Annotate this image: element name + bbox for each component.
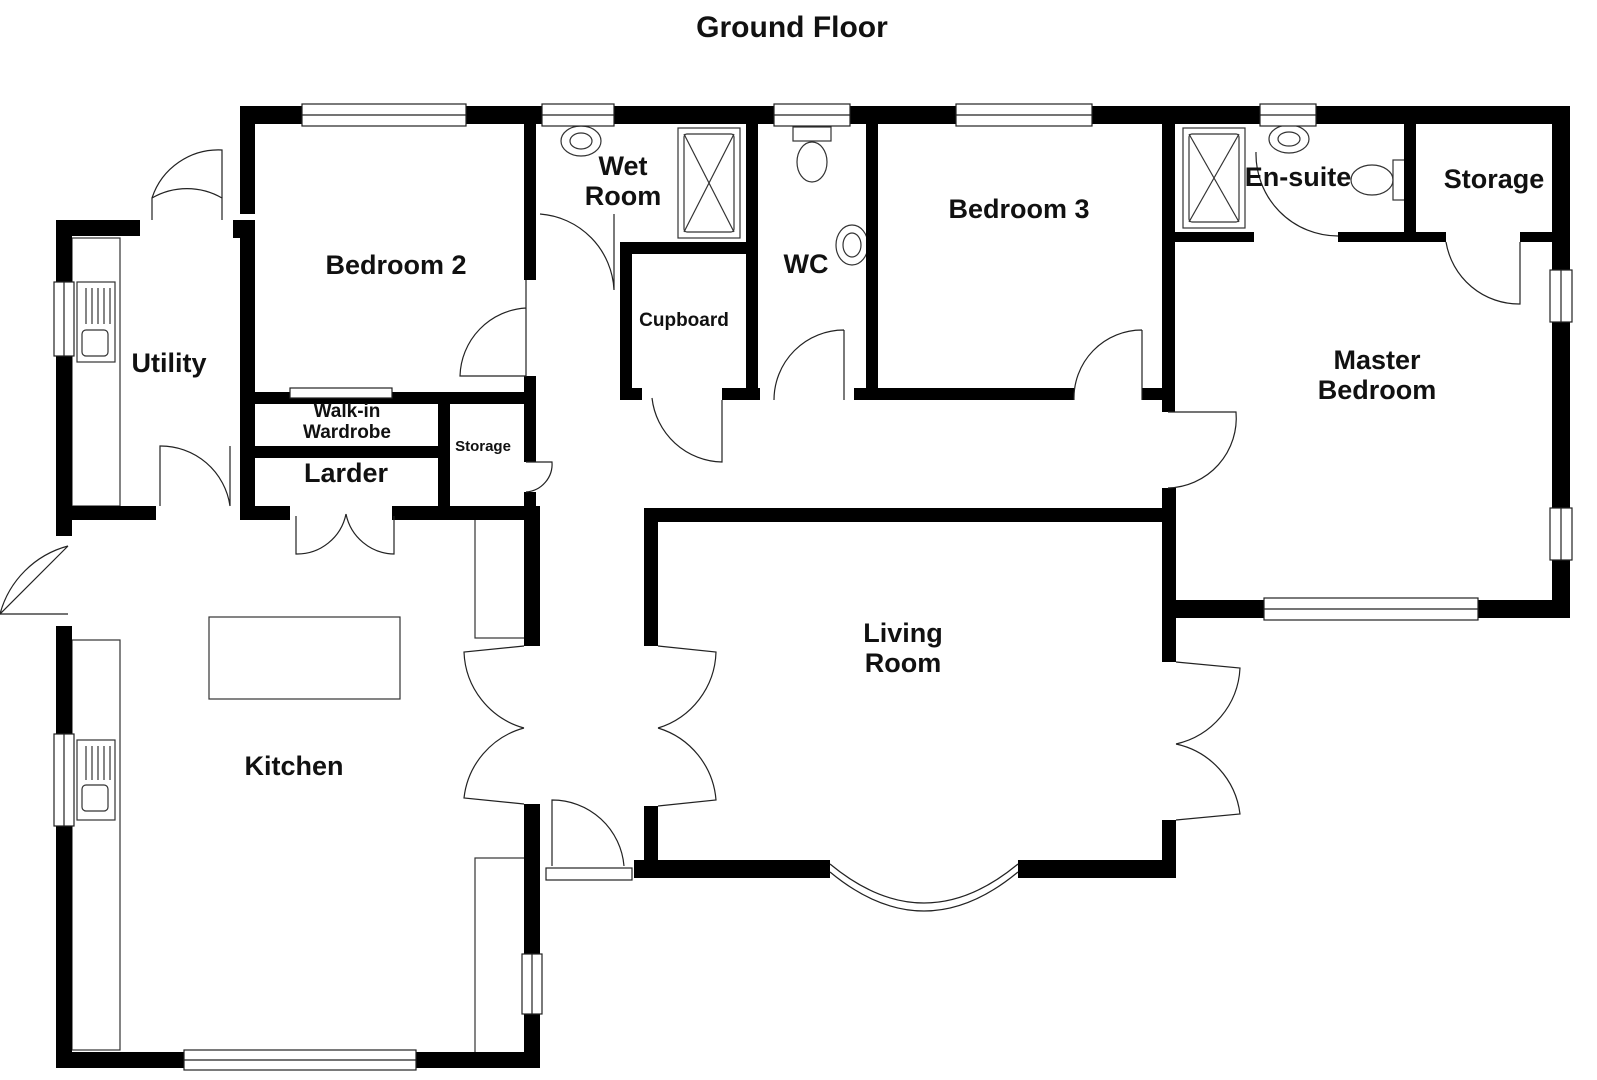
en-suite-toilet-icon [1350,164,1394,196]
door-larder [295,513,347,555]
kitchen-unit-lower [474,857,526,1055]
label-living-room-line-2: Room [865,648,942,678]
label-wc: WC [784,249,829,279]
kitchen-island [208,616,401,700]
door-kitchen-external [0,545,69,615]
door-cupboard [651,397,723,463]
floor-title: Ground Floor [696,11,888,44]
label-living-room-line-1: Living [863,618,943,648]
label-master-bedroom-line-1: Master [1333,345,1421,375]
label-wet-room-line-1: Wet [598,151,647,181]
label-utility: Utility [131,348,206,378]
door-wc [773,329,845,401]
windows [53,103,1573,1071]
utility-sink-bowl [81,329,109,357]
label-kitchen: Kitchen [244,751,343,781]
wet-room-shower-icon [677,127,741,239]
label-storage-small: Storage [455,438,511,455]
kitchen-sink-bowl [81,784,109,812]
door-bedroom-3 [1073,329,1143,401]
door-living-french-east [1175,661,1241,745]
wc-basin-icon [835,224,869,266]
door-wet-room [539,213,615,291]
wc-cistern [792,126,832,142]
label-cupboard: Cupboard [639,310,729,331]
door-front [551,799,625,867]
utility-worktop [71,237,121,507]
door-living-double-west [657,645,717,729]
label-walk-in-wardrobe-line-2: Wardrobe [303,422,391,443]
fixtures [71,124,1408,1055]
door-kitchen-double [463,645,525,729]
en-suite-basin-icon [1268,124,1310,154]
door-en-suite [1255,151,1339,237]
label-bedroom-2: Bedroom 2 [325,250,466,280]
kitchen-unit-upper [474,515,526,639]
door-storage-small [525,461,553,493]
window-walk-in-wardrobe [289,387,393,399]
en-suite-shower-icon [1182,127,1246,229]
label-walk-in-wardrobe-line-1: Walk-in [314,401,381,422]
kitchen-sink-icon [76,739,116,821]
kitchen-worktop-left [71,639,121,1051]
door-storage [1445,241,1521,305]
label-larder: Larder [304,458,389,488]
label-wet-room-line-2: Room [585,181,662,211]
utility-sink-icon [76,281,116,363]
wet-room-basin-icon [560,125,602,157]
door-bedroom-2 [459,280,527,377]
label-storage-top: Storage [1444,164,1545,194]
wc-toilet-icon [796,141,828,183]
bay-window-living-room [829,871,1019,912]
door-utility-external [151,188,223,220]
labels: Ground Floor Wet Room Bedroom 2 WC Bedro… [131,11,1544,781]
door-master-bedroom [1167,411,1237,489]
label-en-suite: En-suite [1245,162,1352,192]
window-front-door-side [545,867,633,881]
label-master-bedroom-line-2: Bedroom [1318,375,1437,405]
door-utility-kitchen [159,445,231,507]
doors [0,149,1521,867]
label-bedroom-3: Bedroom 3 [948,194,1089,224]
